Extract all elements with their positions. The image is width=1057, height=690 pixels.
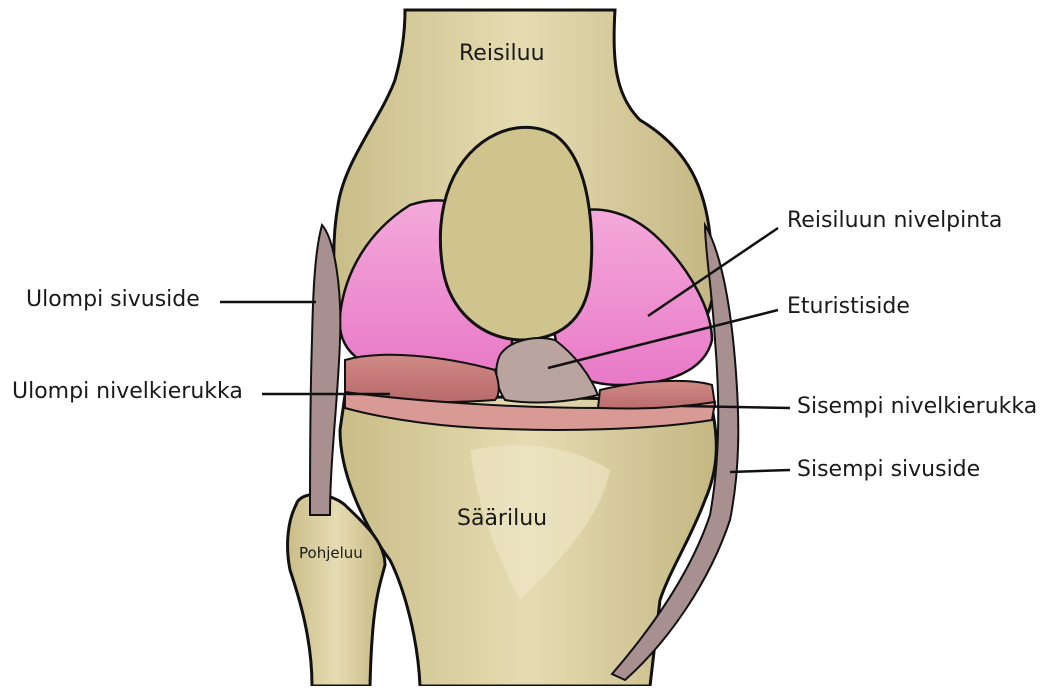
label-pohjeluu: Pohjeluu <box>299 546 363 561</box>
label-saariluu: Sääriluu <box>457 508 547 530</box>
label-reisiluun-nivelpinta: Reisiluun nivelpinta <box>787 210 1002 232</box>
label-reisiluu: Reisiluu <box>459 43 545 65</box>
label-sisempi-sivuside: Sisempi sivuside <box>797 459 980 481</box>
pointer-line-sisempi-sivuside <box>730 470 790 472</box>
label-ulompi-nivelkierukka: Ulompi nivelkierukka <box>12 381 243 403</box>
lateral-collateral-ligament <box>310 225 340 515</box>
label-eturistiside: Eturistiside <box>787 296 910 318</box>
label-ulompi-sivuside: Ulompi sivuside <box>26 289 200 311</box>
intercondylar-notch <box>440 127 591 340</box>
label-sisempi-nivelkierukka: Sisempi nivelkierukka <box>797 396 1037 418</box>
